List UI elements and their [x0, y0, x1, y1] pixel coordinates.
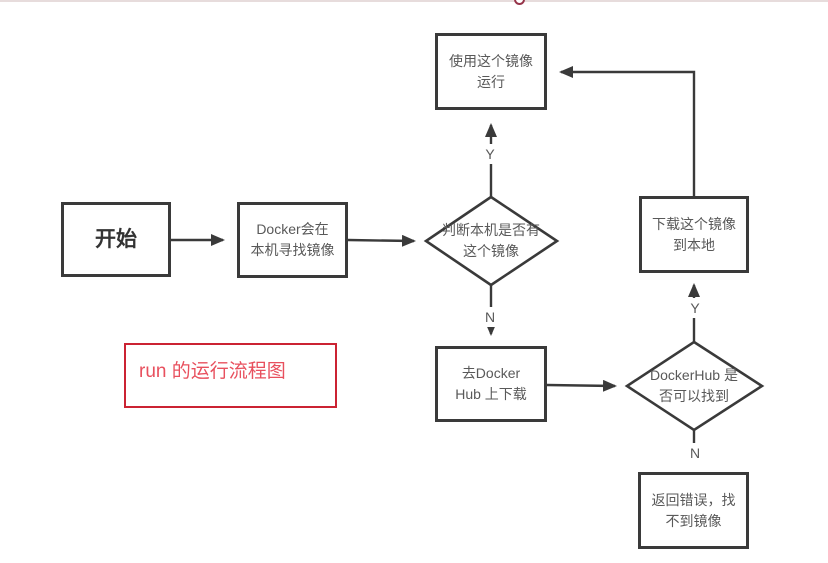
node-find-local-label: Docker会在 本机寻找镜像: [250, 221, 335, 258]
annotation-label: run 的运行流程图: [139, 361, 286, 382]
edge-find-local-to-check-local: [347, 234, 416, 247]
edge-label-check-local-no: N: [481, 307, 499, 327]
annotation-box: run 的运行流程图: [124, 343, 337, 408]
node-download-local: 下载这个镜像 到本地: [639, 196, 749, 273]
node-error: 返回错误，找 不到镜像: [638, 472, 749, 549]
node-error-label: 返回错误，找 不到镜像: [651, 491, 736, 529]
node-start: 开始: [61, 202, 171, 277]
node-start-label: 开始: [95, 228, 137, 251]
node-find-local: Docker会在 本机寻找镜像: [237, 202, 348, 278]
top-divider-line: [0, 0, 828, 2]
node-download-hub-label: 去Docker Hub 上下载: [455, 365, 527, 402]
diamond-hub-found: [624, 340, 765, 432]
diamond-check-local: [423, 195, 560, 287]
node-run-image: 使用这个镜像 运行: [435, 33, 547, 110]
edge-label-hub-found-no: N: [686, 443, 704, 463]
node-run-image-label: 使用这个镜像 运行: [449, 52, 533, 90]
node-download-hub: 去Docker Hub 上下载: [435, 346, 547, 422]
edge-label-check-local-yes: Y: [481, 144, 499, 164]
collapse-handle-icon: [514, 0, 525, 5]
node-download-local-label: 下载这个镜像 到本地: [652, 215, 736, 253]
edge-label-hub-found-yes: Y: [686, 298, 704, 318]
edge-download-local-to-run-image: [559, 66, 696, 196]
edge-download-hub-to-hub-found: [546, 379, 617, 392]
